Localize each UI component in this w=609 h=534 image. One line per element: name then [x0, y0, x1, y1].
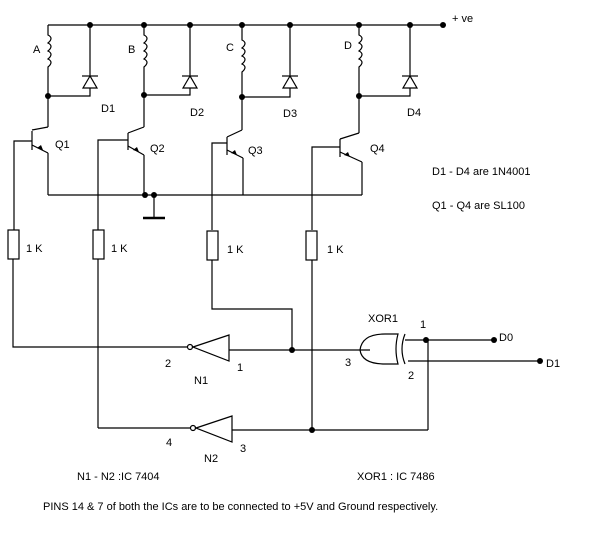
transistor-label: Q4 [370, 143, 385, 155]
pin-label: 4 [166, 437, 172, 449]
resistor-label: 1 K [227, 244, 244, 256]
resistor-r3 [206, 230, 219, 261]
diode-label: D1 [101, 103, 115, 115]
resistors: 1 K 1 K 1 K 1 K [7, 229, 344, 261]
pin-label: 2 [165, 358, 171, 370]
note-xor-ic: XOR1 : IC 7486 [357, 471, 435, 483]
supply-label: + ve [452, 13, 473, 25]
diode-label: D2 [190, 107, 204, 119]
diode-label: D3 [283, 108, 297, 120]
diode-d1 [81, 74, 99, 89]
resistor-r4 [305, 230, 318, 261]
diode-d2 [181, 74, 199, 89]
pin-label: 3 [240, 443, 246, 455]
coil-c [240, 25, 246, 96]
resistor-r2 [92, 229, 105, 260]
gate-label: N1 [194, 375, 208, 387]
gate-label: N2 [204, 453, 218, 465]
resistor-label: 1 K [111, 243, 128, 255]
stage-1: A D1 Q1 [13, 22, 115, 230]
coil-a [46, 25, 52, 97]
gate-label: XOR1 [368, 313, 398, 325]
note-pins: PINS 14 & 7 of both the ICs are to be co… [43, 501, 438, 513]
pin-label: 3 [345, 357, 351, 369]
supply-terminal [440, 22, 446, 28]
note-inverter-ic: N1 - N2 :IC 7404 [77, 471, 160, 483]
note-diodes: D1 - D4 are 1N4001 [432, 166, 530, 178]
pin-label: 1 [237, 362, 243, 374]
note-transistors: Q1 - Q4 are SL100 [432, 200, 525, 212]
transistor-label: Q3 [248, 145, 263, 157]
inverter-n1: 2 1 N1 [165, 334, 370, 387]
coil-label: A [33, 44, 41, 56]
pin-label: 2 [408, 370, 414, 382]
diode-d3 [281, 74, 299, 89]
coil-label: D [344, 40, 352, 52]
coil-d [357, 25, 363, 97]
diode-d4 [401, 74, 419, 89]
resistor-r1 [7, 229, 20, 260]
stage-2: B D2 Q2 [97, 22, 204, 230]
resistor-label: 1 K [327, 244, 344, 256]
inverter-n2: 4 3 N2 [98, 340, 429, 465]
coil-b [142, 25, 148, 96]
diode-label: D4 [407, 107, 421, 119]
stage-3: C D3 Q3 [211, 22, 299, 230]
output-d0-label: D0 [499, 332, 513, 344]
resistor-label: 1 K [26, 243, 43, 255]
stage-4: D D4 Q4 [311, 22, 421, 230]
transistor-label: Q2 [150, 143, 165, 155]
coil-label: C [226, 42, 234, 54]
xor-gate: XOR1 1 2 3 D0 D1 [345, 313, 560, 382]
output-d1-label: D1 [546, 358, 560, 370]
transistor-label: Q1 [55, 139, 70, 151]
coil-label: B [128, 44, 135, 56]
pin-label: 1 [420, 319, 426, 331]
